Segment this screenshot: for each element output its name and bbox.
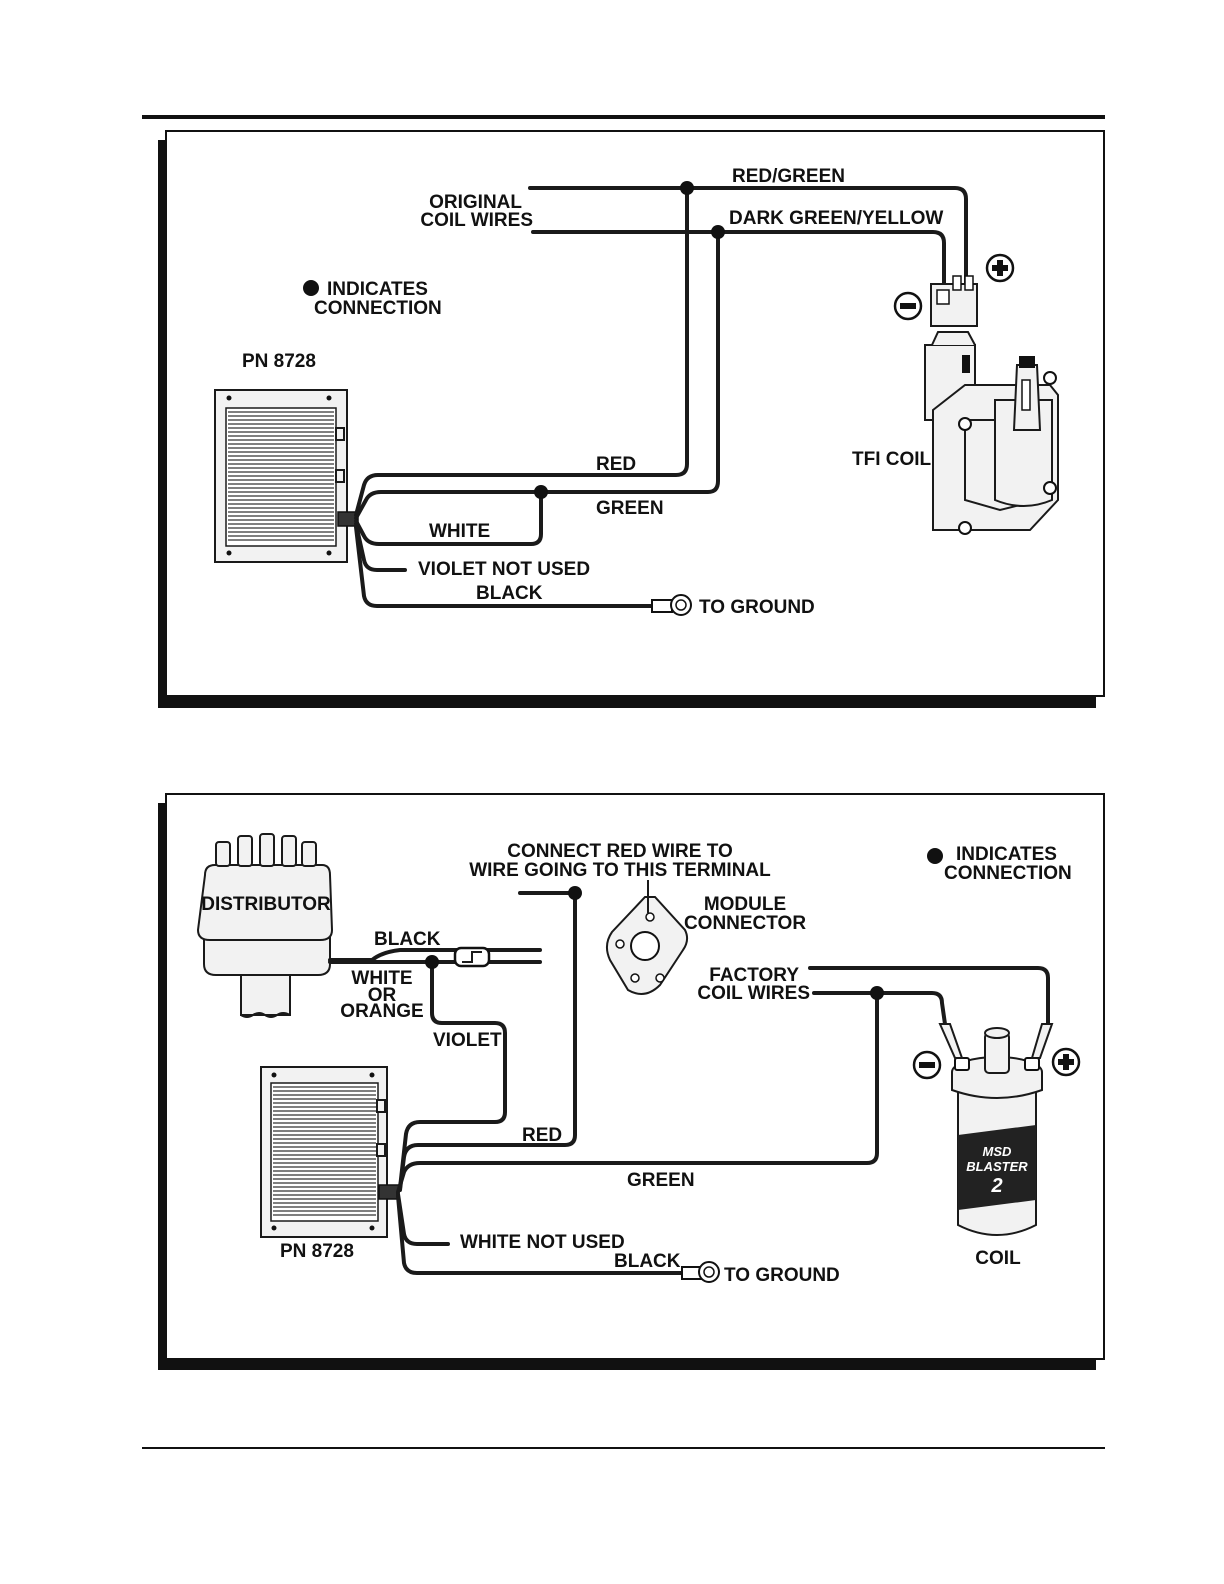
connection-dot [870, 986, 884, 1000]
green-wire-2 [396, 991, 879, 1194]
white-label-1: WHITE [429, 521, 490, 542]
connection-dot [425, 955, 439, 969]
red-wire-1 [354, 186, 689, 517]
ground-ring-terminal-1 [651, 594, 692, 616]
legend-label-2: CONNECTION [314, 298, 442, 319]
dark-green-yellow-label: DARK GREEN/YELLOW [729, 208, 943, 229]
connection-dot [680, 181, 694, 195]
to-ground-label-1: TO GROUND [699, 597, 815, 618]
diagram-1-tfi-coil: ORIGINAL COIL WIRES RED/GREEN DARK GREEN… [158, 130, 1105, 708]
connection-dot [534, 485, 548, 499]
red-wire-2 [398, 891, 577, 1192]
green-label-2: GREEN [627, 1170, 695, 1191]
white-or-orange-label-1: WHITE [351, 968, 412, 989]
original-coil-wires-label-2: COIL WIRES [420, 210, 533, 231]
top-rule [142, 115, 1105, 119]
to-ground-label-2: TO GROUND [724, 1265, 840, 1286]
white-wire-1 [354, 490, 543, 546]
violet-label-1: VIOLET NOT USED [418, 559, 590, 580]
module-connector-drawing [606, 880, 689, 995]
violet-wire-1 [354, 522, 407, 572]
distributor-drawing [196, 833, 334, 1018]
pn-label-2: PN 8728 [280, 1241, 354, 1262]
ground-ring-terminal-2 [681, 1261, 720, 1283]
connect-red-label-2: WIRE GOING TO THIS TERMINAL [469, 860, 771, 881]
connect-red-label-1: CONNECT RED WIRE TO [507, 841, 733, 862]
violet-wire-2 [398, 960, 507, 1190]
connection-dot [568, 886, 582, 900]
white-not-used-wire [396, 1192, 450, 1246]
green-label-1: GREEN [596, 498, 664, 519]
inline-connector [453, 946, 491, 968]
legend-dot-2 [927, 848, 943, 864]
factory-coil-wires-label-1: FACTORY [709, 965, 799, 986]
red-label-2: RED [522, 1125, 562, 1146]
diagram-2-standard-coil: MSD BLASTER 2 DISTRIBUTOR CONNECT RED WI… [158, 793, 1105, 1370]
distributor-label: DISTRIBUTOR [201, 894, 331, 915]
plus-terminal-icon [985, 253, 1015, 283]
coil-brand-3: 2 [990, 1175, 1002, 1197]
connection-dot [711, 225, 725, 239]
bottom-rule [142, 1447, 1105, 1449]
tfi-coil-drawing [924, 275, 1059, 535]
black-label-1: BLACK [476, 583, 543, 604]
factory-coil-wire-positive [808, 966, 1050, 1026]
legend-dot [303, 280, 319, 296]
plus-terminal-icon-2 [1051, 1047, 1081, 1077]
red-label-1: RED [596, 454, 636, 475]
black-wire-1 [354, 525, 657, 608]
legend-label-2-1: INDICATES [956, 844, 1057, 865]
red-green-wire [528, 186, 968, 287]
white-or-orange-label-3: ORANGE [340, 1001, 423, 1022]
white-or-orange-label-2: OR [368, 985, 397, 1006]
violet-label-2: VIOLET [433, 1030, 502, 1051]
black-wire-2 [396, 1194, 687, 1275]
legend-label-2-2: CONNECTION [944, 863, 1072, 884]
pn-label-1: PN 8728 [242, 351, 316, 372]
black-distributor-label: BLACK [374, 929, 441, 950]
legend-label-1: INDICATES [327, 279, 428, 300]
dark-green-yellow-wire [531, 230, 946, 287]
coil-drawing: MSD BLASTER 2 [938, 1023, 1054, 1236]
coil-brand-2: BLASTER [966, 1159, 1028, 1174]
module-connector-label-2: CONNECTOR [684, 913, 806, 934]
factory-coil-wires-label-2: COIL WIRES [697, 983, 810, 1004]
ignition-module-1 [214, 389, 359, 563]
black-distributor-wire [328, 948, 542, 962]
minus-terminal-icon [893, 291, 923, 321]
minus-terminal-icon-2 [912, 1050, 942, 1080]
white-not-used-label: WHITE NOT USED [460, 1232, 625, 1253]
coil-brand-1: MSD [983, 1144, 1013, 1159]
ignition-module-2 [260, 1066, 400, 1238]
original-coil-wires-label: ORIGINAL [429, 192, 522, 213]
module-connector-label-1: MODULE [704, 894, 786, 915]
tfi-coil-label: TFI COIL [852, 449, 932, 470]
red-green-label: RED/GREEN [732, 166, 845, 187]
black-label-2: BLACK [614, 1251, 681, 1272]
factory-coil-wire-negative [812, 991, 947, 1026]
coil-label: COIL [975, 1248, 1021, 1269]
